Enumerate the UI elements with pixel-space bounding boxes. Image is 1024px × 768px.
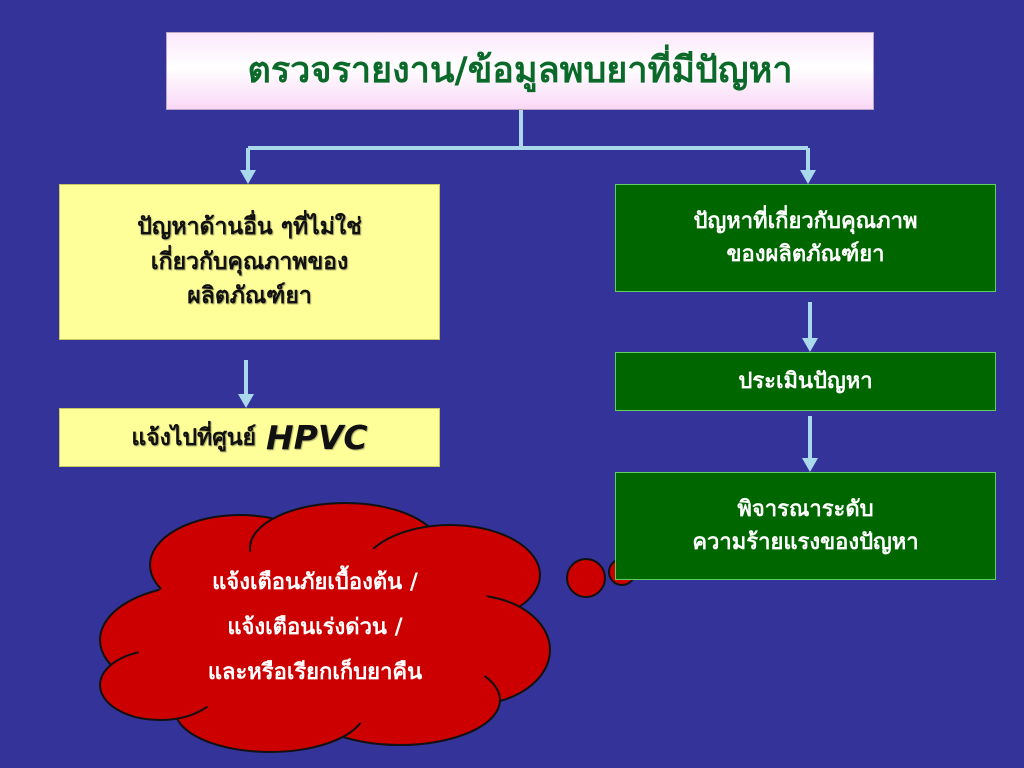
other-problems-line-1: ปัญหาด้านอื่น ๆที่ไม่ใช่ <box>137 214 362 241</box>
notify-hpvc-box: แจ้งไปที่ศูนย์ HPVC <box>59 408 440 467</box>
severity-line-1: พิจารณาระดับ <box>737 497 874 522</box>
arrowhead-right <box>800 170 816 184</box>
cloud-text: แจ้งเตือนภัยเบื้องต้น / แจ้งเตือนเร่งด่ว… <box>150 560 480 695</box>
thought-cloud-fill <box>135 545 505 725</box>
notify-hpvc-text: แจ้งไปที่ศูนย์ <box>131 424 257 451</box>
tree-connector <box>246 110 810 172</box>
severity-box: พิจารณาระดับ ความร้ายแรงของปัญหา <box>615 472 996 580</box>
quality-problems-box: ปัญหาที่เกี่ยวกับคุณภาพ ของผลิตภัณฑ์ยา <box>615 184 996 292</box>
cloud-line-2: แจ้งเตือนเร่งด่วน / <box>227 615 403 641</box>
assess-problem-box: ประเมินปัญหา <box>615 352 996 411</box>
arrowhead-left <box>240 170 256 184</box>
assess-problem-text: ประเมินปัญหา <box>738 369 873 394</box>
main-title: ตรวจรายงาน/ข้อมูลพบยาที่มีปัญหา <box>247 50 793 91</box>
main-title-box: ตรวจรายงาน/ข้อมูลพบยาที่มีปัญหา <box>166 32 874 110</box>
other-problems-line-2: เกี่ยวกับคุณภาพของ <box>150 248 349 275</box>
cloud-line-3: และหรือเรียกเก็บยาคืน <box>207 660 423 686</box>
arrow-right-down-1 <box>802 302 818 352</box>
quality-problems-line-1: ปัญหาที่เกี่ยวกับคุณภาพ <box>693 209 918 234</box>
arrow-right-down-2 <box>802 416 818 472</box>
severity-line-2: ความร้ายแรงของปัญหา <box>692 530 919 555</box>
hpvc-label: HPVC <box>266 418 368 457</box>
other-problems-box: ปัญหาด้านอื่น ๆที่ไม่ใช่ เกี่ยวกับคุณภาพ… <box>59 184 440 340</box>
other-problems-line-3: ผลิตภัณฑ์ยา <box>187 283 312 310</box>
quality-problems-line-2: ของผลิตภัณฑ์ยา <box>726 242 885 267</box>
arrow-left-down <box>238 360 254 408</box>
cloud-line-1: แจ้งเตือนภัยเบื้องต้น / <box>212 570 418 595</box>
